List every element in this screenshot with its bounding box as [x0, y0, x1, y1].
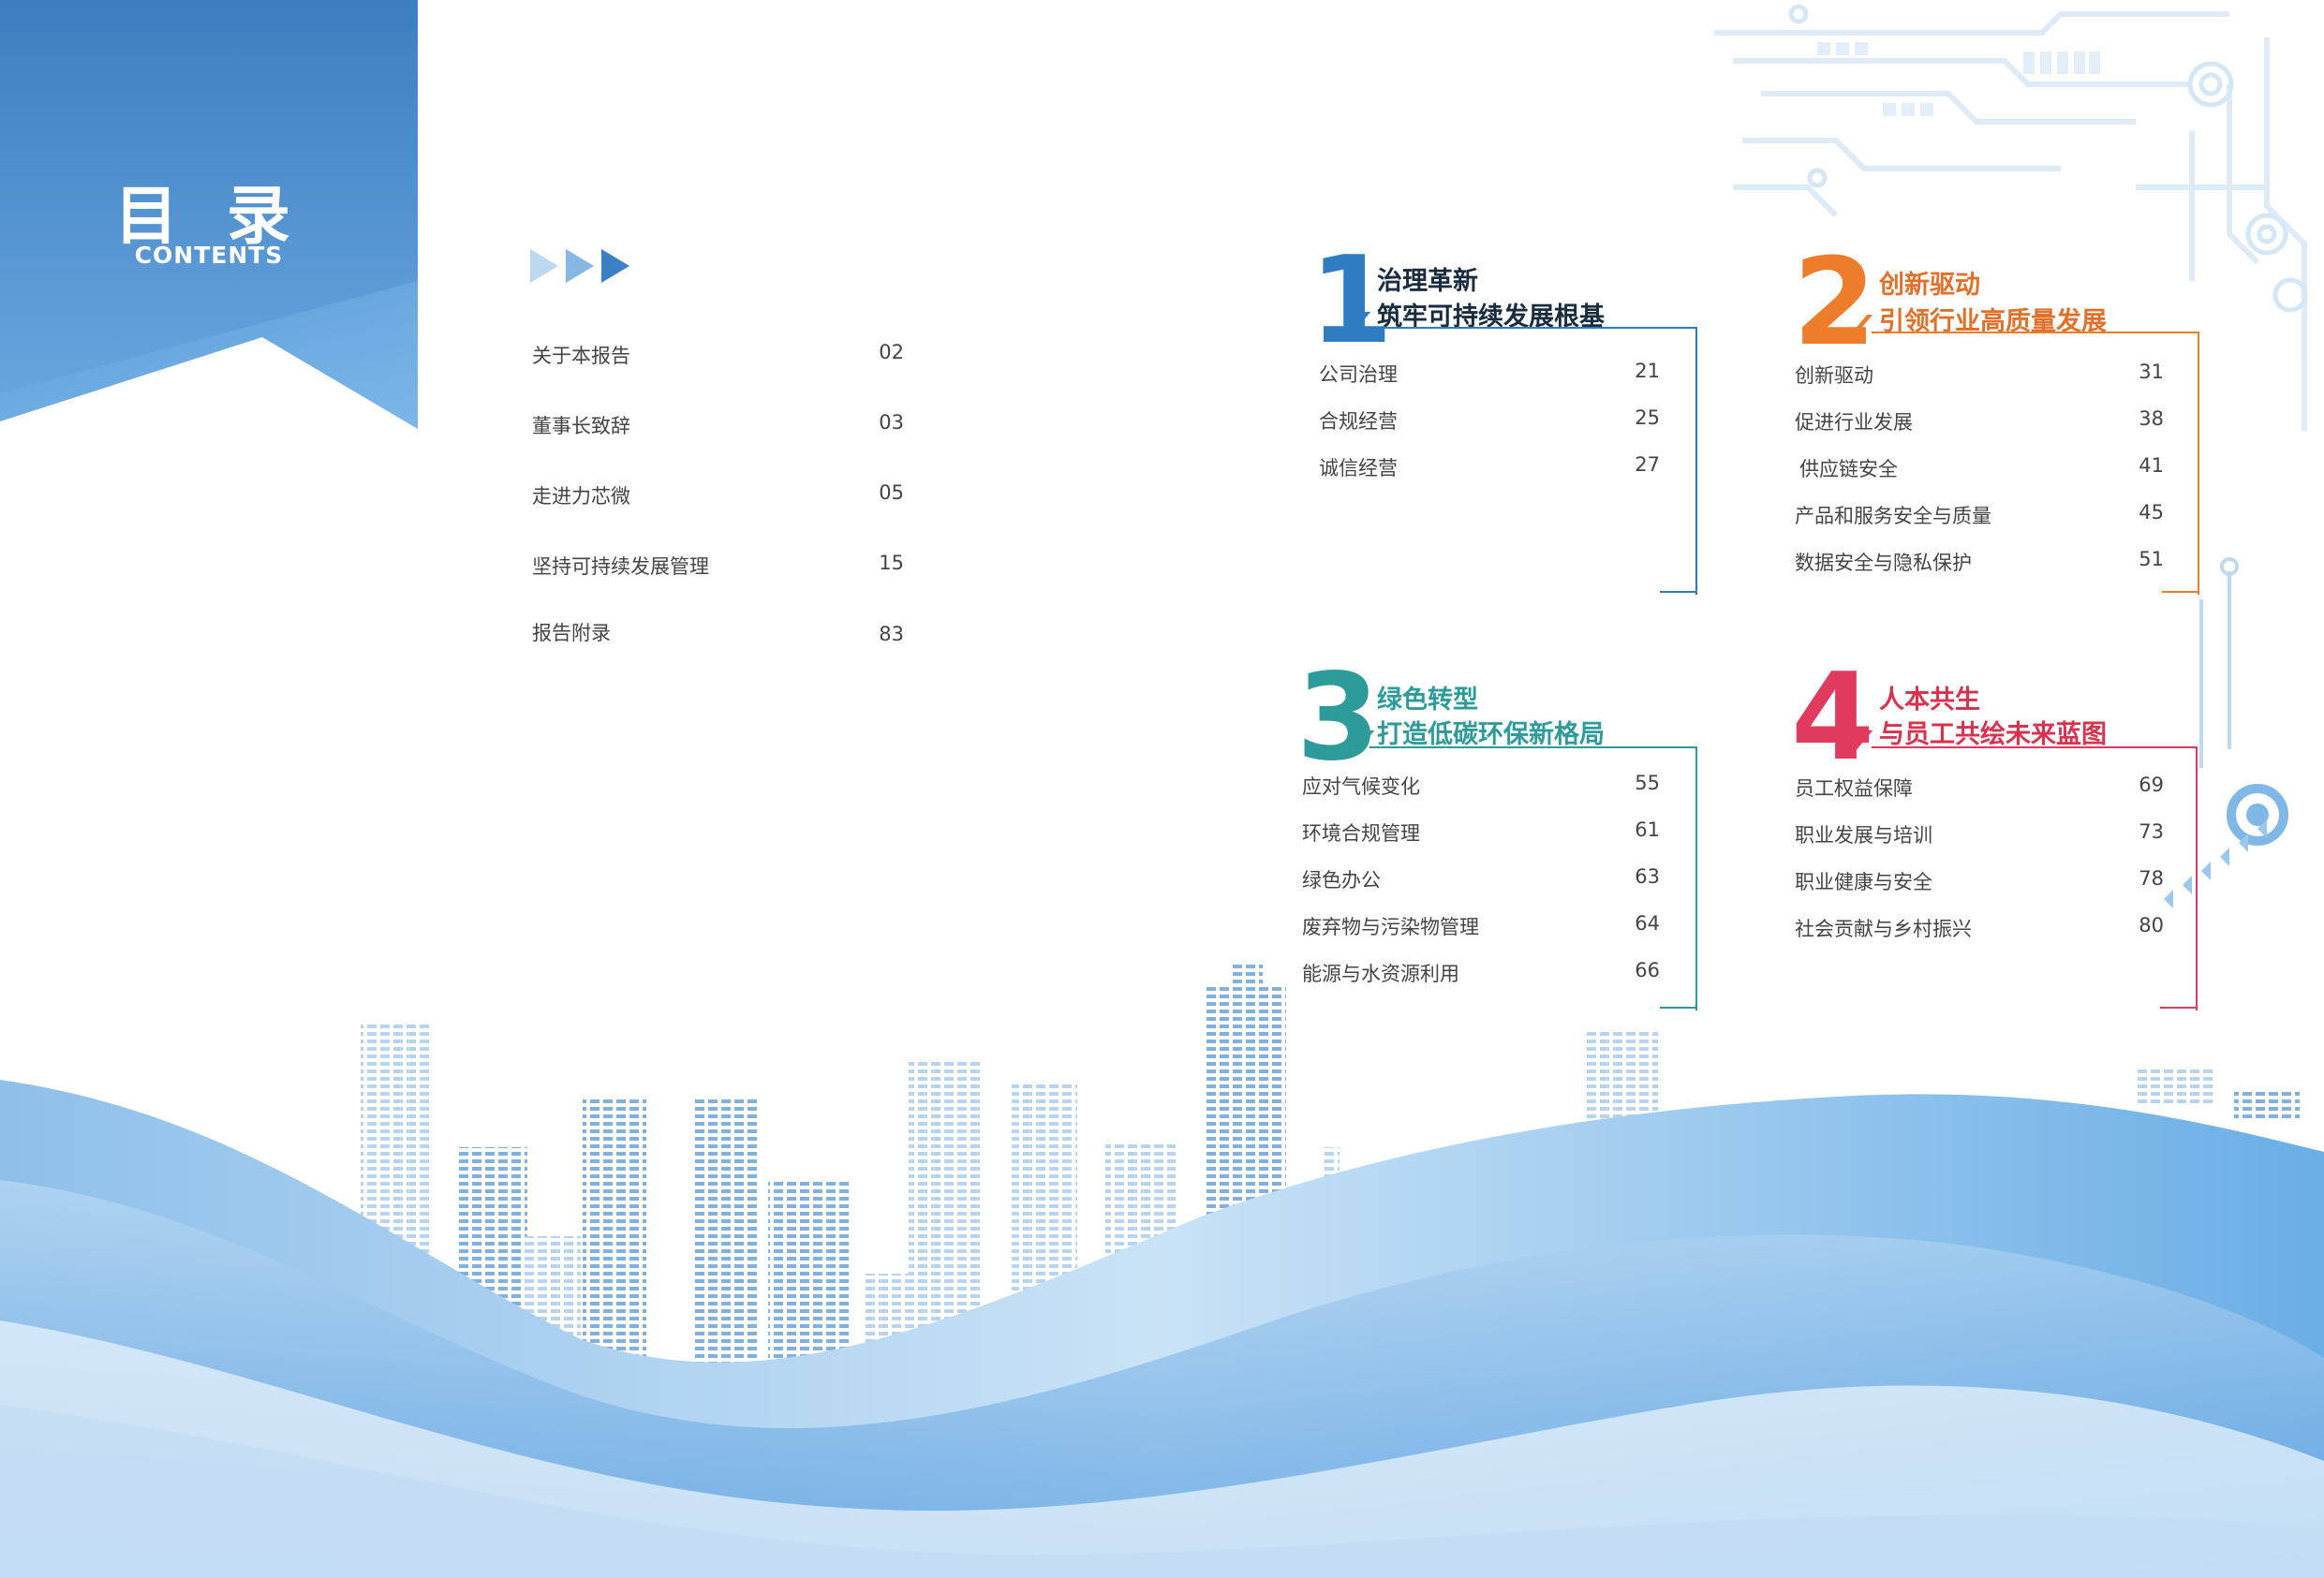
toc-entry-page: 63: [1635, 865, 1660, 888]
toc-entry-label: 合规经营: [1319, 410, 1398, 433]
chapter-title: 人本共生: [1879, 686, 1980, 715]
toc-entry-label: 数据安全与隐私保护: [1795, 552, 1972, 574]
toc-entry-label: 职业健康与安全: [1795, 871, 1932, 893]
chapter-number: 3: [1296, 648, 1381, 788]
chapter-subtitle: 打造低碳环保新格局: [1377, 720, 1605, 749]
toc-entry[interactable]: 废弃物与污染物管理 64: [1302, 912, 1660, 946]
toc-entry-label: 绿色办公: [1302, 869, 1381, 892]
page-title: 目 录: [114, 180, 303, 254]
chapter-title: 治理革新: [1377, 267, 1478, 296]
toc-entry-page: 55: [1635, 772, 1660, 794]
toc-entry[interactable]: 产品和服务安全与质量 45: [1795, 501, 2164, 535]
toc-entry-page: 38: [2139, 407, 2164, 430]
toc-entry-label: 关于本报告: [532, 345, 630, 367]
chapter-subtitle: 与员工共绘未来蓝图: [1879, 720, 2107, 749]
chapter-frame: [1872, 332, 2199, 595]
toc-entry-page: 45: [2139, 501, 2164, 524]
toc-entry[interactable]: 员工权益保障 69: [1795, 774, 2164, 807]
chapter-number: 4: [1791, 648, 1875, 788]
arrow-marker-icon: [530, 249, 629, 283]
toc-entry-label: 应对气候变化: [1302, 775, 1420, 798]
toc-entry-page: 21: [1635, 360, 1660, 382]
toc-entry-label: 员工权益保障: [1795, 777, 1913, 800]
chapter-number: 1: [1310, 231, 1394, 371]
toc-entry[interactable]: 合规经营 25: [1319, 406, 1660, 440]
toc-entry-label: 公司治理: [1319, 363, 1398, 386]
toc-entry-page: 03: [879, 411, 904, 434]
toc-entry-page: 05: [879, 481, 904, 504]
chapter-number: 2: [1793, 233, 1877, 373]
toc-entry-label: 环境合规管理: [1302, 822, 1420, 845]
toc-entry[interactable]: 环境合规管理 61: [1302, 818, 1660, 852]
city-wave-illustration: [0, 965, 2324, 1578]
toc-entry-label: 供应链安全: [1799, 458, 1898, 480]
chapter-frame-tail: [1660, 1007, 1697, 1009]
toc-entry-page: 41: [2139, 454, 2164, 477]
toc-entry-page: 66: [1635, 959, 1660, 981]
chapter-frame-tail: [2160, 1007, 2198, 1009]
toc-entry[interactable]: 职业发展与培训 73: [1795, 820, 2164, 854]
toc-entry[interactable]: 供应链安全 41: [1795, 454, 2164, 488]
chapter-title: 创新驱动: [1879, 271, 1980, 300]
toc-entry-page: 73: [2139, 820, 2164, 843]
toc-entry-page: 31: [2139, 361, 2164, 383]
toc-entry[interactable]: 坚持可持续发展管理 15: [532, 552, 907, 589]
toc-entry-label: 社会贡献与乡村振兴: [1795, 918, 1972, 940]
page-subtitle: CONTENTS: [134, 242, 284, 269]
toc-entry-label: 报告附录: [532, 622, 611, 644]
toc-entry-label: 走进力芯微: [532, 485, 630, 508]
toc-entry-label: 促进行业发展: [1795, 411, 1913, 434]
chapter-frame: [1369, 327, 1697, 595]
toc-entry[interactable]: 职业健康与安全 78: [1795, 867, 2164, 901]
toc-entry-label: 董事长致辞: [532, 415, 630, 437]
toc-entry-page: 69: [2139, 774, 2164, 796]
chapter-frame-tail: [2162, 591, 2199, 593]
toc-entry-page: 78: [2139, 867, 2164, 890]
toc-entry[interactable]: 董事长致辞 03: [532, 411, 907, 449]
chapter-frame-tail: [1660, 591, 1697, 593]
title-ribbon: [0, 0, 418, 429]
toc-entry[interactable]: 诚信经营 27: [1319, 453, 1660, 487]
toc-entry-label: 创新驱动: [1795, 364, 1873, 387]
toc-entry[interactable]: 绿色办公 63: [1302, 865, 1660, 899]
toc-entry[interactable]: 应对气候变化 55: [1302, 772, 1660, 805]
toc-entry-page: 83: [879, 623, 904, 645]
toc-entry-page: 15: [879, 552, 904, 574]
chapter-subtitle: 引领行业高质量发展: [1879, 307, 2107, 336]
toc-entry[interactable]: 促进行业发展 38: [1795, 407, 2164, 441]
toc-entry-page: 51: [2139, 548, 2164, 570]
toc-entry-label: 坚持可持续发展管理: [532, 555, 709, 578]
toc-entry[interactable]: 走进力芯微 05: [532, 481, 907, 519]
toc-entry-page: 02: [879, 341, 904, 363]
circuit-decoration: [1714, 4, 2308, 908]
toc-entry-page: 25: [1635, 406, 1660, 429]
toc-entry[interactable]: 创新驱动 31: [1795, 361, 2164, 394]
toc-entry[interactable]: 社会贡献与乡村振兴 80: [1795, 914, 2164, 948]
chapter-frame: [1872, 746, 2198, 1010]
toc-entry[interactable]: 报告附录 83: [532, 618, 907, 656]
toc-entry[interactable]: 关于本报告 02: [532, 341, 907, 378]
toc-entry[interactable]: 能源与水资源利用 66: [1302, 959, 1660, 993]
toc-entry-label: 诚信经营: [1319, 457, 1398, 479]
chapter-frame: [1369, 746, 1697, 1010]
chapter-subtitle: 筑牢可持续发展根基: [1377, 302, 1605, 332]
toc-entry[interactable]: 数据安全与隐私保护 51: [1795, 548, 2164, 582]
toc-entry[interactable]: 公司治理 21: [1319, 360, 1660, 393]
toc-entry-label: 产品和服务安全与质量: [1795, 505, 1991, 527]
toc-entry-label: 职业发展与培训: [1795, 824, 1932, 847]
toc-entry-page: 61: [1635, 818, 1660, 841]
toc-entry-page: 80: [2139, 914, 2164, 936]
chapter-title: 绿色转型: [1377, 686, 1478, 715]
toc-entry-page: 27: [1635, 453, 1660, 476]
toc-entry-label: 废弃物与污染物管理: [1302, 916, 1479, 938]
toc-entry-label: 能源与水资源利用: [1302, 963, 1459, 985]
toc-entry-page: 64: [1635, 912, 1660, 935]
